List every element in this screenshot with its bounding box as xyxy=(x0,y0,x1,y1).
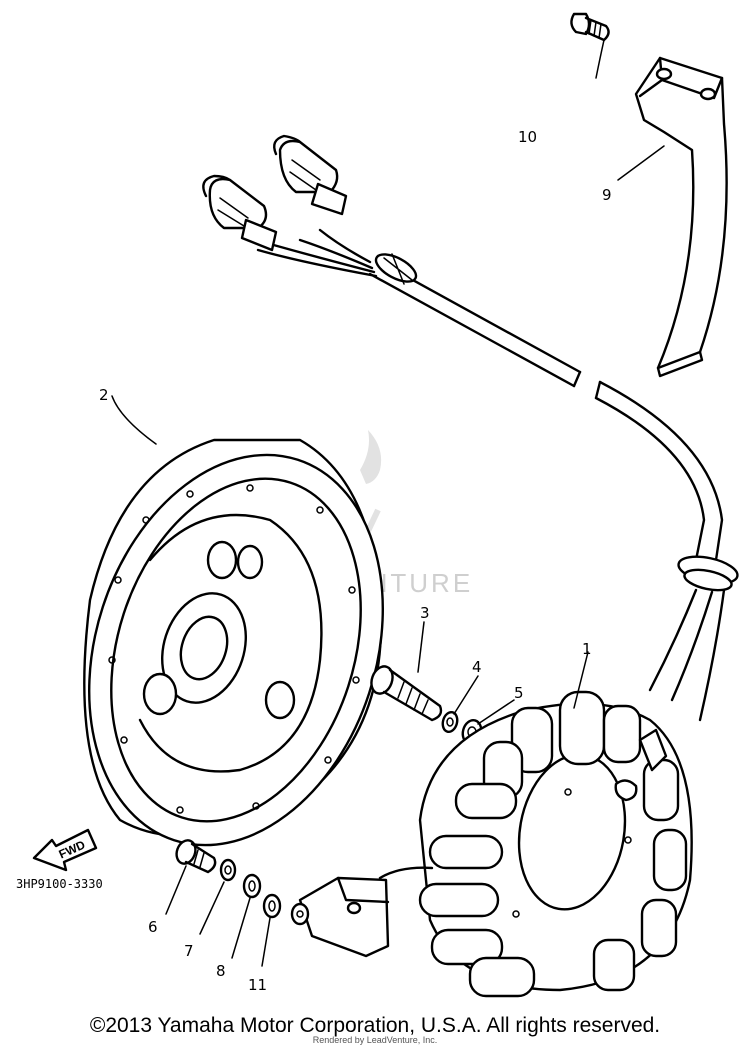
washer-part-11 xyxy=(262,893,282,919)
connector-lower xyxy=(202,174,278,252)
grommet xyxy=(648,555,739,722)
callouts: 1 2 3 4 5 6 7 8 9 10 11 xyxy=(99,128,612,994)
render-credit: Rendered by LeadVenture, Inc. xyxy=(312,1035,438,1045)
connector-upper xyxy=(273,134,348,216)
bracket-part-9 xyxy=(634,56,728,378)
stator-part-1 xyxy=(418,690,693,998)
callout-4: 4 xyxy=(472,658,482,676)
part-code: 3HP9100-3330 xyxy=(16,877,103,891)
fwd-arrow-icon: FWD xyxy=(32,828,98,872)
callout-1: 1 xyxy=(582,640,592,658)
callout-8: 8 xyxy=(216,962,226,980)
bolt-part-10 xyxy=(570,12,610,42)
callout-5: 5 xyxy=(514,684,524,702)
stator-poles xyxy=(418,690,688,998)
screw-part-6 xyxy=(175,839,217,874)
callout-10: 10 xyxy=(518,128,537,146)
wire-harness xyxy=(202,134,724,562)
callout-2: 2 xyxy=(99,386,109,404)
callout-11: 11 xyxy=(248,976,267,994)
leader-lines xyxy=(111,39,665,967)
copyright-notice: ©2013 Yamaha Motor Corporation, U.S.A. A… xyxy=(89,1014,661,1037)
lock-washer-part-7 xyxy=(219,858,237,882)
washer-part-8 xyxy=(242,873,262,899)
callout-7: 7 xyxy=(184,942,194,960)
callout-6: 6 xyxy=(148,918,158,936)
rotor-part-2 xyxy=(83,438,384,847)
bolt-part-3 xyxy=(370,665,443,722)
washer-part-4 xyxy=(441,710,459,734)
callout-9: 9 xyxy=(602,186,612,204)
pickup-coil xyxy=(290,866,434,958)
callout-3: 3 xyxy=(420,604,430,622)
